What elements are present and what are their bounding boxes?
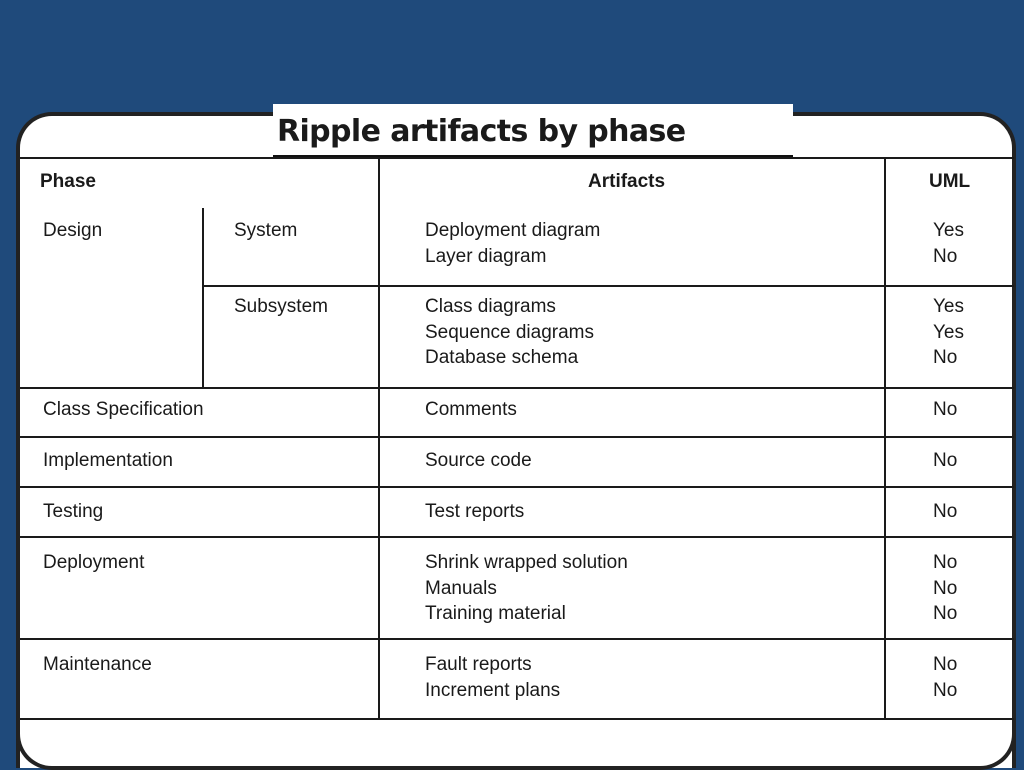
artifact-item: Comments bbox=[425, 399, 517, 420]
header-artifacts: Artifacts bbox=[588, 171, 666, 192]
header-phase: Phase bbox=[40, 171, 96, 192]
rule-table-bottom bbox=[20, 718, 1014, 720]
artifact-item: Increment plans bbox=[425, 679, 561, 701]
artifact-item: Class diagrams bbox=[425, 296, 556, 317]
title-box: Ripple artifacts by phase bbox=[273, 104, 793, 157]
phase-maintenance: Maintenance bbox=[43, 654, 152, 675]
uml-maintenance: No No bbox=[933, 652, 957, 703]
uml-value: No bbox=[933, 679, 958, 701]
phase-implementation: Implementation bbox=[43, 450, 173, 471]
rule-classspec-end bbox=[20, 436, 1014, 438]
artifact-item: Source code bbox=[425, 450, 532, 471]
phase-design: Design bbox=[43, 220, 103, 241]
artifacts-deployment: Shrink wrapped solution Manuals Training… bbox=[425, 550, 628, 627]
artifact-item: Database schema bbox=[425, 347, 579, 368]
rule-deployment-end bbox=[20, 638, 1014, 640]
uml-value: No bbox=[933, 245, 958, 267]
rule-impl-end bbox=[20, 486, 1014, 488]
uml-system: Yes No bbox=[933, 218, 964, 269]
phase-deployment: Deployment bbox=[43, 552, 145, 573]
uml-value: No bbox=[933, 501, 958, 522]
table-title: Ripple artifacts by phase bbox=[277, 114, 686, 149]
artifact-item: Fault reports bbox=[425, 654, 532, 675]
uml-value: Yes bbox=[933, 296, 964, 317]
uml-value: No bbox=[933, 450, 958, 471]
phase-class-specification: Class Specification bbox=[43, 399, 204, 420]
uml-deployment: No No No bbox=[933, 550, 957, 627]
rule-col-design-sub bbox=[202, 208, 204, 389]
subphase-subsystem: Subsystem bbox=[234, 296, 328, 317]
rule-header-top bbox=[20, 157, 1014, 159]
artifact-item: Sequence diagrams bbox=[425, 321, 594, 343]
uml-value: Yes bbox=[933, 220, 964, 241]
uml-subsystem: Yes Yes No bbox=[933, 294, 964, 371]
artifacts-maintenance: Fault reports Increment plans bbox=[425, 652, 560, 703]
rule-design-end bbox=[20, 387, 1014, 389]
uml-value: No bbox=[933, 347, 958, 368]
artifact-item: Shrink wrapped solution bbox=[425, 552, 628, 573]
rule-system-subsystem bbox=[203, 285, 1014, 287]
uml-value: No bbox=[933, 552, 958, 573]
artifact-item: Deployment diagram bbox=[425, 220, 601, 241]
uml-value: No bbox=[933, 577, 958, 599]
uml-value: No bbox=[933, 399, 958, 420]
artifact-item: Layer diagram bbox=[425, 245, 547, 267]
rule-col-artifacts-uml bbox=[884, 157, 886, 720]
uml-value: Yes bbox=[933, 321, 964, 343]
uml-value: No bbox=[933, 603, 958, 624]
artifacts-system: Deployment diagram Layer diagram bbox=[425, 218, 600, 269]
phase-testing: Testing bbox=[43, 501, 104, 522]
header-uml: UML bbox=[929, 171, 971, 192]
rule-testing-end bbox=[20, 536, 1014, 538]
artifact-item: Test reports bbox=[425, 501, 525, 522]
artifact-item: Manuals bbox=[425, 577, 497, 599]
subphase-system: System bbox=[234, 220, 298, 241]
artifacts-subsystem: Class diagrams Sequence diagrams Databas… bbox=[425, 294, 594, 371]
slide-frame bbox=[16, 112, 1016, 768]
uml-value: No bbox=[933, 654, 958, 675]
rule-col-phase-artifacts bbox=[378, 157, 380, 720]
artifact-item: Training material bbox=[425, 603, 566, 624]
